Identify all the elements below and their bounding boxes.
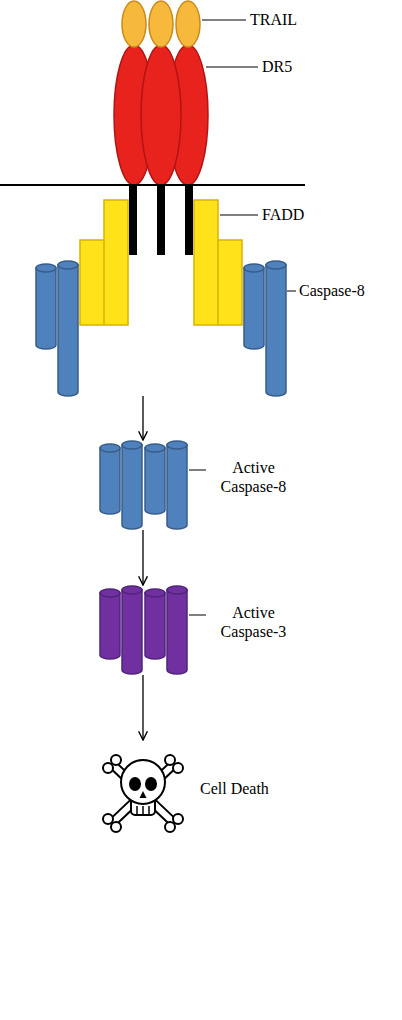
bone-knob — [165, 822, 175, 832]
cylinder-top — [167, 586, 187, 594]
labelled-part: Cell Death — [90, 740, 310, 840]
labelled-part: DR5 — [100, 42, 340, 188]
labelled-part: FADD — [60, 196, 310, 328]
cylinder-top — [36, 264, 56, 272]
part-label: Active Caspase-3 — [206, 603, 301, 641]
cylinder-top — [100, 589, 120, 597]
adaptor-divider — [217, 240, 219, 325]
process-arrow — [142, 396, 143, 440]
process-arrow — [142, 530, 143, 585]
skull-symbol — [103, 755, 183, 832]
skull-eye — [145, 777, 157, 791]
adaptor-shape — [194, 200, 242, 325]
cylinder-top — [266, 261, 286, 269]
cylinder-body — [36, 268, 56, 349]
part-label: FADD — [262, 205, 304, 224]
part-label: Active Caspase-8 — [206, 458, 301, 496]
ligand-shape — [122, 1, 146, 47]
adaptor-divider — [103, 240, 105, 325]
cylinder-top — [58, 261, 78, 269]
cylinder-body — [145, 448, 165, 514]
leader-line — [189, 615, 206, 616]
bone-knob — [111, 755, 121, 765]
bone-knob — [173, 814, 183, 824]
cylinder-top — [244, 264, 264, 272]
receptor-stalk — [129, 186, 137, 255]
receptor-stalk — [157, 186, 165, 255]
cylinder-body — [244, 268, 264, 349]
part-label: DR5 — [262, 57, 292, 76]
skull-teeth — [137, 806, 149, 815]
skull-eye — [129, 777, 141, 791]
tooth-line — [148, 806, 150, 815]
leader-line — [287, 291, 296, 292]
tooth-line — [142, 806, 144, 815]
ligand-shape — [176, 1, 200, 47]
bone-knob — [165, 755, 175, 765]
tooth-line — [136, 806, 138, 815]
cylinder-body — [167, 590, 187, 674]
bone-ends — [103, 755, 183, 832]
part-label: Cell Death — [200, 779, 269, 798]
part-label: Caspase-8 — [299, 281, 365, 300]
cylinder-top — [167, 441, 187, 449]
bone-knob — [173, 763, 183, 773]
cylinder-body — [100, 448, 120, 514]
leader-line — [220, 215, 258, 216]
cylinder-top — [122, 441, 142, 449]
caspase-group — [100, 586, 187, 674]
cylinder-body — [145, 593, 165, 659]
bone-knob — [103, 763, 113, 773]
leader-lines — [189, 20, 296, 615]
adaptor-shape — [80, 200, 128, 325]
bone-knob — [111, 822, 121, 832]
leader-line — [206, 67, 258, 68]
bone-knob — [103, 814, 113, 824]
cylinder-top — [122, 586, 142, 594]
labelled-part: TRAIL — [100, 0, 340, 50]
part-label: TRAIL — [250, 10, 297, 29]
receptor-stalk — [185, 186, 193, 255]
caspase-group — [36, 261, 286, 396]
receptor-shape — [141, 45, 181, 185]
cylinder-body — [122, 590, 142, 674]
cylinder-body — [58, 265, 78, 396]
process-arrow — [142, 675, 143, 740]
cylinder-top — [145, 444, 165, 452]
labelled-part: Caspase-8 — [30, 258, 390, 396]
cylinder-body — [266, 265, 286, 396]
caspase-group — [100, 441, 187, 529]
labelled-part: Active Caspase-3 — [95, 585, 315, 675]
skull-cranium — [121, 760, 165, 804]
cylinder-body — [167, 445, 187, 529]
skull-nose — [140, 791, 147, 798]
cylinder-body — [100, 593, 120, 659]
labelled-part: Active Caspase-8 — [95, 440, 315, 530]
skull-seam-cover — [132, 790, 154, 800]
cylinder-top — [100, 444, 120, 452]
membrane-line — [0, 184, 305, 186]
cylinder-top — [145, 589, 165, 597]
ligand-shape — [149, 1, 173, 47]
leader-line — [189, 470, 206, 471]
cylinder-body — [122, 445, 142, 529]
leader-line — [202, 20, 246, 21]
